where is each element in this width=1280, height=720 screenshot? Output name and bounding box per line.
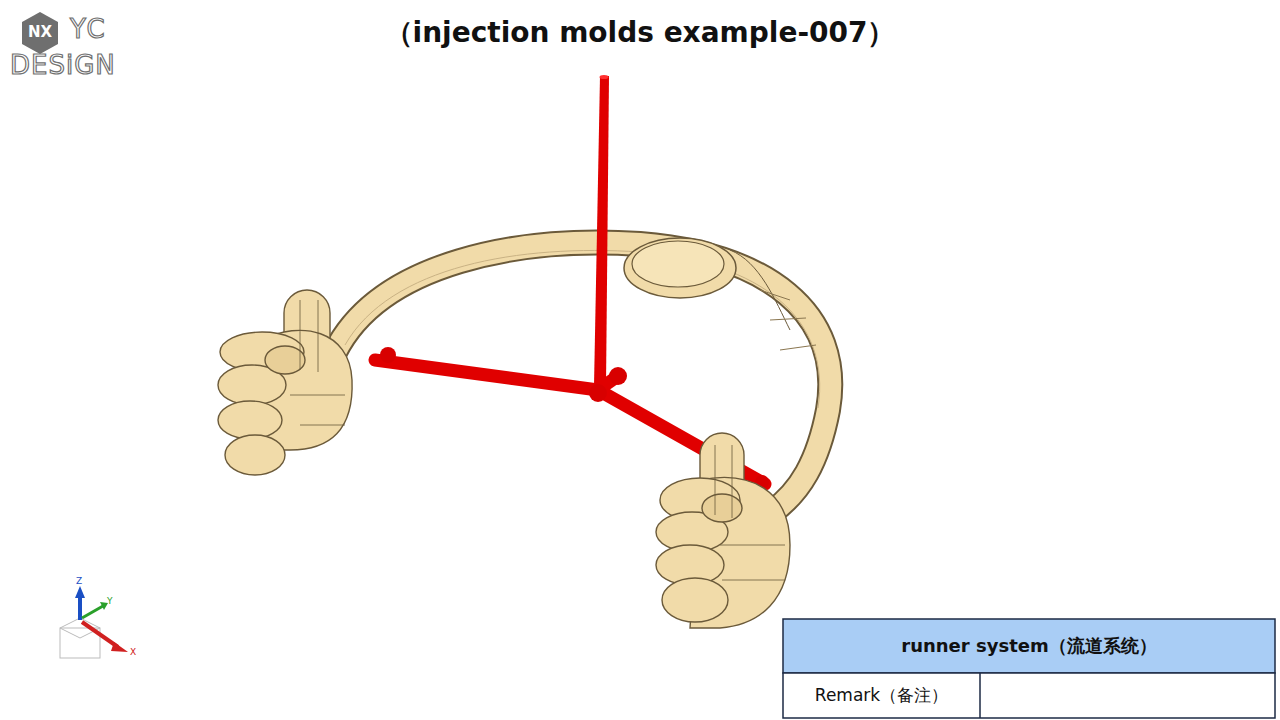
left-thumb-hand (218, 290, 352, 475)
table-remark: Remark（备注） (815, 684, 948, 707)
axis-label-x: X (130, 647, 136, 657)
runner-system (375, 75, 769, 489)
axis-label-z: Z (76, 576, 82, 586)
right-thumb-hand (656, 433, 790, 628)
axis-label-y: Y (107, 596, 113, 606)
headband (335, 238, 830, 512)
logo-yc: YC (70, 14, 107, 44)
logo-design: DESiGN (10, 50, 116, 80)
info-table (783, 619, 1275, 718)
logo-hexagon (22, 12, 58, 54)
table-header: runner system（流道系统） (901, 634, 1156, 658)
page-title: （injection molds example-007） (0, 14, 1280, 52)
logo-nx: NX (22, 23, 58, 41)
axis-triad (60, 586, 128, 658)
